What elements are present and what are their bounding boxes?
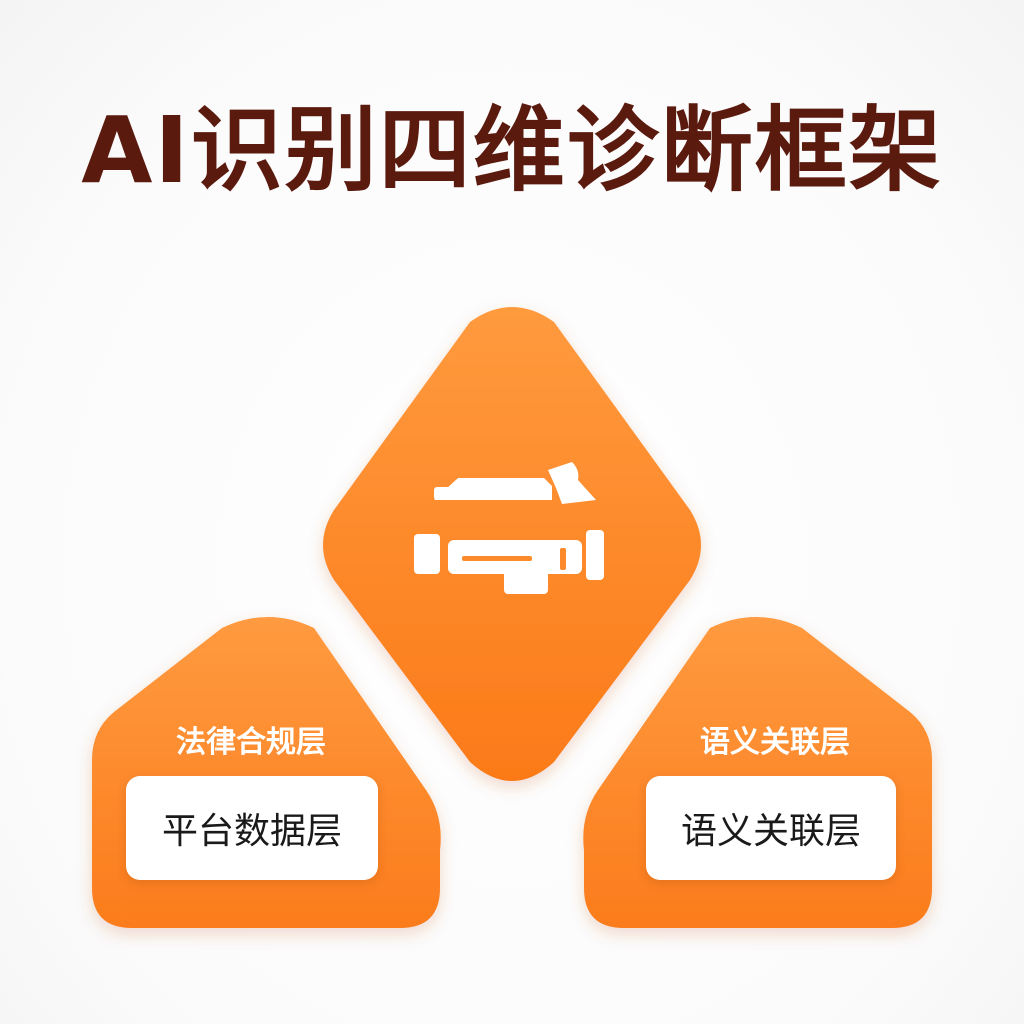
page-title: AI识别四维诊断框架 (81, 97, 943, 204)
left-card-text: 平台数据层 (161, 811, 342, 852)
left-layer-node (92, 617, 441, 928)
right-layer-label: 语义关联层 (700, 725, 850, 760)
left-layer-card: 平台数据层 (126, 776, 378, 880)
icon-detail-lines (462, 548, 566, 570)
left-layer-label: 法律合规层 (176, 725, 326, 760)
right-layer-node (583, 617, 932, 928)
right-card-text: 语义关联层 (680, 811, 861, 852)
right-layer-card: 语义关联层 (646, 776, 896, 880)
